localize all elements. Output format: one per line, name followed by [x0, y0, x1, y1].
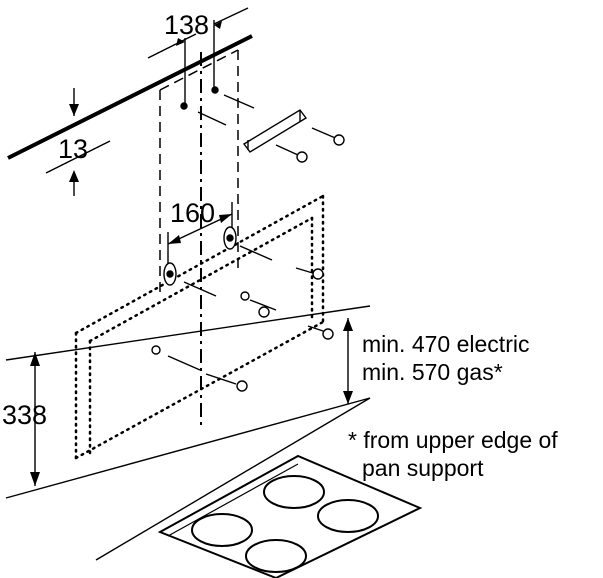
dimension-bracket-spacing-label: 160 [170, 198, 215, 228]
chimney-outline [159, 49, 239, 292]
ceiling-line [7, 34, 253, 160]
wall-lines [5, 305, 371, 561]
dimension-hood-height [30, 352, 40, 486]
footnote-line-1: * from upper edge of [348, 427, 558, 453]
dimension-mount-gap-label: 138 [164, 10, 209, 40]
dimension-mount-gap [147, 7, 249, 105]
dimension-ceiling-offset-label: 13 [58, 134, 88, 164]
footnote-line-2: pan support [362, 455, 484, 481]
clearance-electric-label: min. 470 electric [362, 331, 529, 357]
hood-brackets [151, 226, 250, 355]
upper-fixing-screws [180, 86, 345, 163]
dimension-hood-height-label: 338 [2, 400, 47, 430]
cooktop [157, 454, 423, 578]
clearance-gas-label: min. 570 gas* [362, 359, 503, 385]
lower-fixing-screws [167, 245, 334, 392]
hood-outline [74, 194, 325, 460]
dimension-ceiling-offset [45, 88, 111, 196]
dimension-clearance [343, 318, 353, 404]
upper-wall-bracket [242, 109, 308, 153]
